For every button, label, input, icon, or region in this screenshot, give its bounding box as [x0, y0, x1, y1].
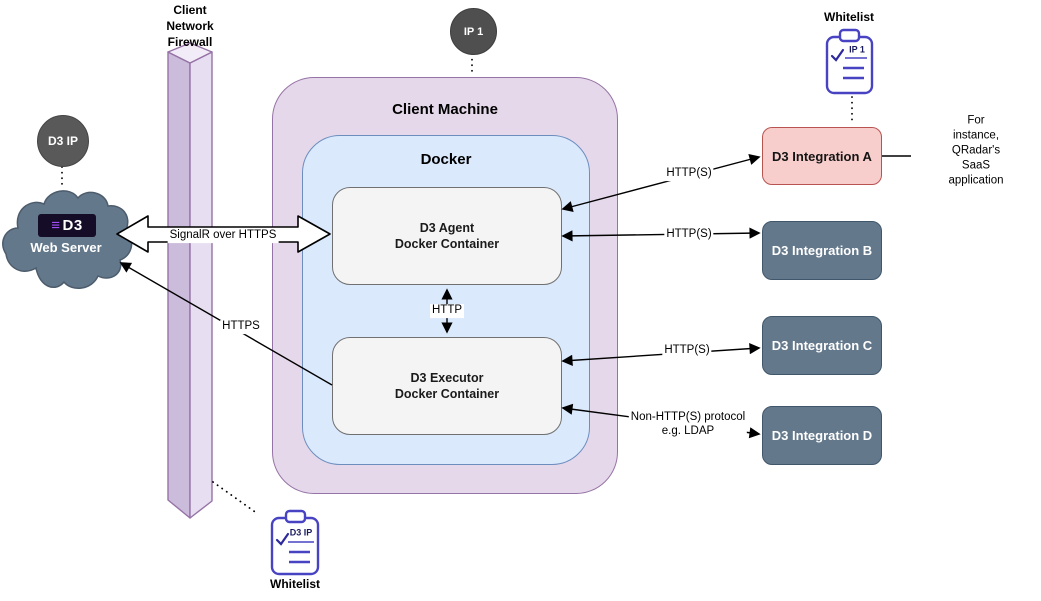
firewall-to-whitelist-dotted-line [212, 481, 259, 515]
non-http-label: Non-HTTP(S) protocol e.g. LDAP [628, 411, 748, 439]
integration-b-box: D3 Integration B [762, 221, 882, 280]
integration-d-label: D3 Integration D [771, 428, 873, 443]
integration-c-label: D3 Integration C [771, 338, 873, 353]
d3-ip-badge: D3 IP [37, 115, 89, 167]
docker-title: Docker [420, 151, 472, 168]
http-label: HTTP [429, 304, 465, 318]
client-machine-title: Client Machine [392, 101, 498, 118]
d3-logo-glyph-icon: ≡ [51, 217, 61, 234]
integration-a-box: D3 Integration A [762, 127, 882, 185]
whitelist-bottom-entry: D3 IP [289, 527, 313, 538]
whitelist-top-entry: IP 1 [849, 44, 865, 55]
firewall-label: Client Network Firewall [166, 3, 214, 49]
integration-a-label: D3 Integration A [772, 148, 872, 164]
whitelist-top-clipboard-icon [825, 28, 874, 95]
agent-container-box: D3 Agent Docker Container [332, 187, 562, 285]
executor-container-box: D3 Executor Docker Container [332, 337, 562, 435]
https-b-label: HTTP(S) [664, 228, 714, 242]
whitelist-bottom-label: Whitelist [270, 576, 320, 591]
integration-d-box: D3 Integration D [762, 406, 882, 465]
integration-b-label: D3 Integration B [771, 243, 873, 258]
annotation-text: For instance, QRadar's SaaS application [948, 114, 1004, 187]
webserver-label: Web Server [30, 240, 102, 256]
https-c-label: HTTP(S) [662, 344, 712, 358]
agent-container-label: D3 Agent Docker Container [394, 221, 500, 251]
d3-ip-badge-label: D3 IP [47, 134, 78, 148]
ip1-badge-label: IP 1 [463, 25, 484, 38]
firewall-icon [167, 42, 213, 519]
executor-container-label: D3 Executor Docker Container [394, 371, 500, 401]
whitelist-top-label: Whitelist [824, 9, 874, 24]
integration-c-box: D3 Integration C [762, 316, 882, 375]
https-label: HTTPS [220, 320, 262, 334]
d3-logo: ≡ D3 [38, 214, 96, 237]
ip1-badge: IP 1 [450, 8, 497, 55]
https-a-label: HTTP(S) [664, 167, 714, 181]
whitelist-bottom-clipboard-icon [270, 509, 320, 576]
d3-logo-text: D3 [62, 217, 83, 234]
signalr-label: SignalR over HTTPS [167, 229, 279, 243]
